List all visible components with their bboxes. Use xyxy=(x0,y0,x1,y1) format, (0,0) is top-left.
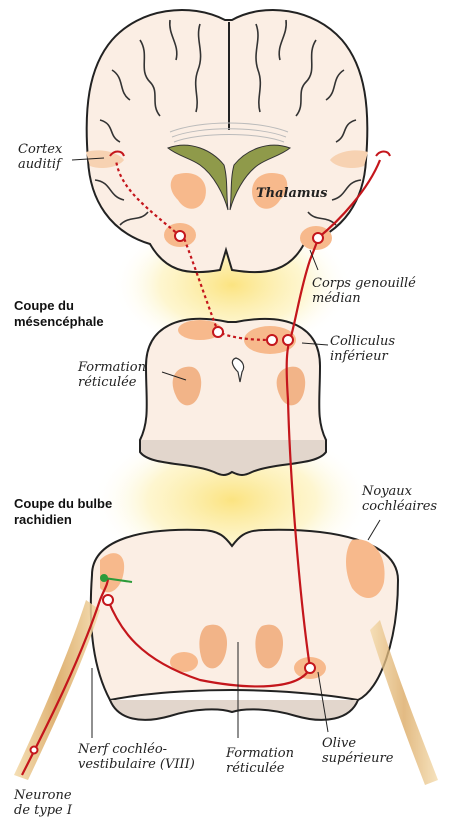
neuron-cell-body xyxy=(31,747,38,754)
label-cortex-line2: auditif xyxy=(18,157,62,172)
label-formation-bottom-line1: Formation xyxy=(226,746,294,761)
synapse-cochlear xyxy=(103,595,113,605)
label-type1-neuron: Neurone de type I xyxy=(14,788,72,818)
label-thalamus: Thalamus xyxy=(256,186,327,201)
synapse-mgn-left xyxy=(175,231,185,241)
label-neurone-line2: de type I xyxy=(14,803,72,818)
section-medulla-line1: Coupe du bulbe xyxy=(14,496,112,512)
synapse-colliculus-mid xyxy=(267,335,277,345)
label-nerf-line1: Nerf cochléo- xyxy=(78,742,195,757)
green-synapse xyxy=(100,574,108,582)
section-midbrain-line1: Coupe du xyxy=(14,298,104,314)
label-vestibulocochlear-nerve: Nerf cochléo- vestibulaire (VIII) xyxy=(78,742,195,772)
label-formation-bottom-line2: réticulée xyxy=(226,761,294,776)
label-reticular-formation-medulla: Formation réticulée xyxy=(226,746,294,776)
synapse-olive xyxy=(305,663,315,673)
label-cortex-line1: Cortex xyxy=(18,142,62,157)
medulla-depth xyxy=(110,700,358,720)
synapse-colliculus-right xyxy=(283,335,293,345)
label-reticular-formation-midbrain: Formation réticulée xyxy=(78,360,146,390)
label-olive-line1: Olive xyxy=(322,736,393,751)
section-midbrain-line2: mésencéphale xyxy=(14,314,104,330)
label-medial-geniculate: Corps genouillé médian xyxy=(312,276,416,306)
label-formation-top-line1: Formation xyxy=(78,360,146,375)
label-inferior-colliculus: Colliculus inférieur xyxy=(330,334,395,364)
section-title-medulla: Coupe du bulbe rachidien xyxy=(14,496,112,528)
label-colliculus-line1: Colliculus xyxy=(330,334,395,349)
label-auditory-cortex: Cortex auditif xyxy=(18,142,62,172)
synapse-colliculus-left xyxy=(213,327,223,337)
label-colliculus-line2: inférieur xyxy=(330,349,395,364)
section-title-midbrain: Coupe du mésencéphale xyxy=(14,298,104,330)
label-noyaux-line2: cochléaires xyxy=(362,499,437,514)
midbrain-section xyxy=(140,319,326,475)
synapse-mgn-right xyxy=(313,233,323,243)
label-noyaux-line1: Noyaux xyxy=(362,484,437,499)
label-neurone-line1: Neurone xyxy=(14,788,72,803)
cortex-ending-right xyxy=(376,152,390,157)
label-nerf-line2: vestibulaire (VIII) xyxy=(78,757,195,772)
label-superior-olive: Olive supérieure xyxy=(322,736,393,766)
medulla-section xyxy=(91,530,398,720)
label-corps-line1: Corps genouillé xyxy=(312,276,416,291)
label-cochlear-nuclei: Noyaux cochléaires xyxy=(362,484,437,514)
section-medulla-line2: rachidien xyxy=(14,512,112,528)
label-formation-top-line2: réticulée xyxy=(78,375,146,390)
label-corps-line2: médian xyxy=(312,291,416,306)
label-olive-line2: supérieure xyxy=(322,751,393,766)
